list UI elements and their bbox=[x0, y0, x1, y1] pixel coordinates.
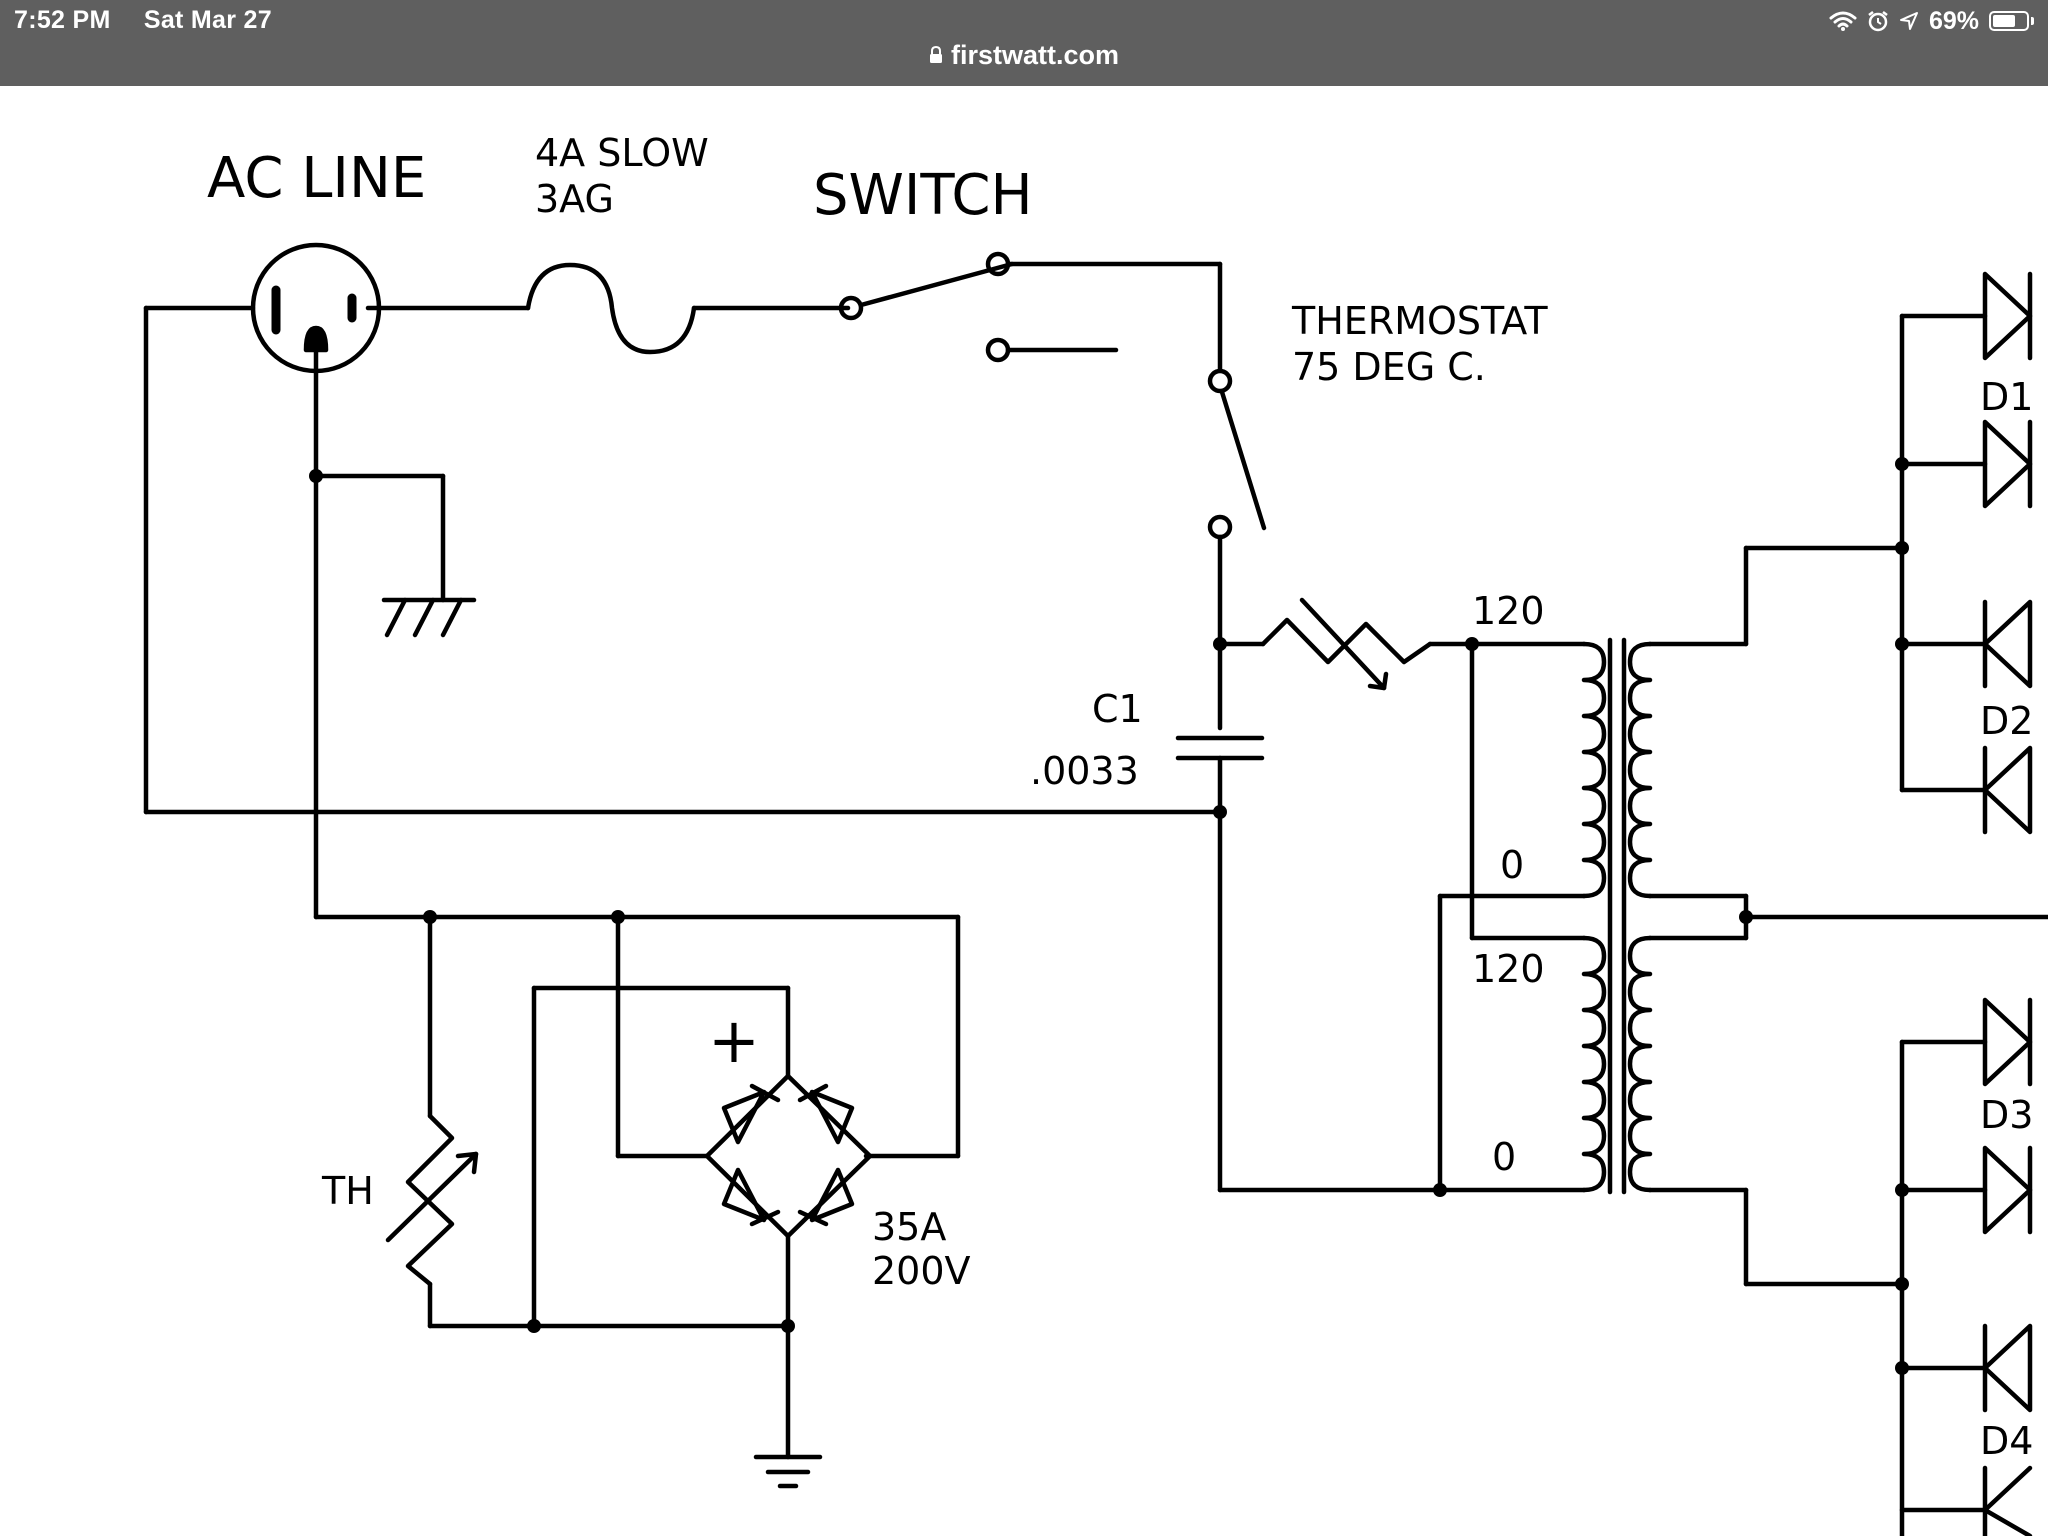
diode-d3a-symbol bbox=[1982, 997, 2033, 1087]
battery-icon bbox=[1989, 11, 2034, 31]
primary-winding-top bbox=[1581, 641, 1607, 899]
bridge-rating-line1: 35A bbox=[872, 1205, 946, 1249]
secondary-winding-top bbox=[1627, 641, 1653, 899]
lock-icon bbox=[929, 40, 943, 71]
alarm-icon bbox=[1867, 10, 1889, 32]
status-left: 7:52 PM Sat Mar 27 bbox=[14, 6, 298, 35]
diode-d2a-symbol bbox=[1982, 599, 2033, 689]
diode-label-d2: D2 bbox=[1980, 699, 2033, 743]
diode-label-d4: D4 bbox=[1980, 1419, 2033, 1463]
thermostat-symbol bbox=[1207, 368, 1267, 540]
fuse-label-line1: 4A SLOW bbox=[535, 131, 709, 175]
diode-label-d3: D3 bbox=[1980, 1093, 2033, 1137]
wifi-icon bbox=[1829, 10, 1857, 32]
switch-label: SWITCH bbox=[813, 163, 1033, 228]
cap-value-label: .0033 bbox=[1030, 749, 1139, 793]
fuse-label-line2: 3AG bbox=[535, 177, 614, 221]
status-bar: 7:52 PM Sat Mar 27 69% bbox=[0, 0, 2048, 86]
thermistor-label: TH bbox=[321, 1169, 374, 1213]
primary-top-label: 120 bbox=[1472, 589, 1545, 633]
battery-percent: 69% bbox=[1928, 6, 1979, 35]
ntc-resistor-symbol bbox=[1260, 617, 1433, 665]
fuse-symbol bbox=[525, 262, 697, 355]
location-icon bbox=[1899, 11, 1919, 31]
diode-d1b-symbol bbox=[1982, 419, 2033, 509]
primary-bottom-label: 120 bbox=[1472, 947, 1545, 991]
thermistor-th-symbol bbox=[385, 1113, 479, 1287]
url-text[interactable]: firstwatt.com bbox=[950, 40, 1120, 70]
bridge-rating-line2: 200V bbox=[872, 1249, 971, 1293]
cap-name-label: C1 bbox=[1092, 687, 1143, 731]
switch-symbol bbox=[838, 251, 1119, 363]
diode-d4a-symbol bbox=[1982, 1323, 2033, 1413]
diode-d4b-symbol bbox=[1982, 1465, 2033, 1536]
chassis-ground-symbol bbox=[381, 597, 477, 638]
status-right: 69% bbox=[1829, 6, 2034, 36]
primary-zero-bottom-label: 0 bbox=[1492, 1135, 1516, 1179]
ac-line-label: AC LINE bbox=[207, 146, 426, 211]
secondary-winding-bottom bbox=[1627, 935, 1653, 1193]
bridge-rectifier-symbol bbox=[704, 1073, 873, 1239]
thermostat-label-line2: 75 DEG C. bbox=[1292, 345, 1486, 389]
status-time: 7:52 PM bbox=[14, 6, 111, 34]
primary-zero-top-label: 0 bbox=[1500, 843, 1524, 887]
earth-ground-symbol bbox=[753, 1454, 823, 1489]
address-bar[interactable]: firstwatt.com bbox=[0, 40, 2048, 71]
primary-winding-bottom bbox=[1581, 935, 1607, 1193]
thermostat-label-line1: THERMOSTAT bbox=[1291, 299, 1548, 343]
status-date: Sat Mar 27 bbox=[143, 6, 272, 34]
schematic-diagram: AC LINE 4A SLOW 3AG SWITCH THERMOSTAT 75… bbox=[143, 131, 2048, 1536]
bridge-plus-label: + bbox=[708, 1004, 760, 1077]
diode-d2b-symbol bbox=[1982, 745, 2033, 835]
diode-d1a-symbol bbox=[1982, 271, 2033, 361]
diode-d3b-symbol bbox=[1982, 1145, 2033, 1235]
capacitor-c1-symbol bbox=[1175, 735, 1265, 761]
diode-label-d1: D1 bbox=[1980, 375, 2033, 419]
junction-dots bbox=[309, 457, 1909, 1375]
